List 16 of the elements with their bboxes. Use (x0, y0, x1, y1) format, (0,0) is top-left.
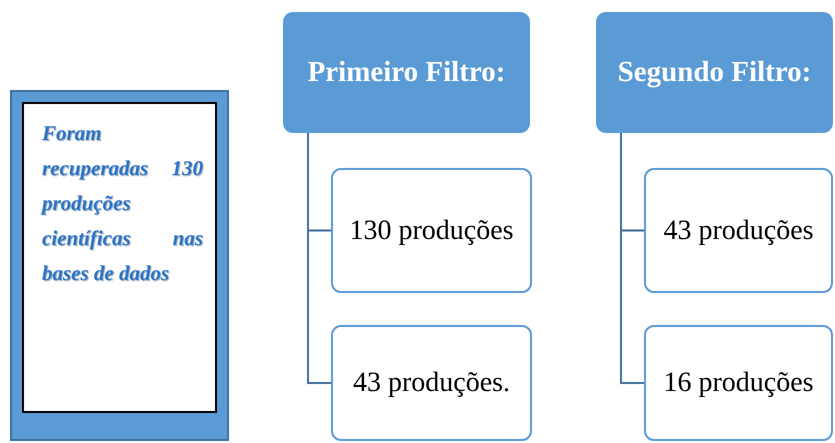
result-text: 130 produções (349, 214, 514, 246)
result-text: 16 produções (663, 367, 814, 399)
result-box (331, 325, 532, 441)
header-text: Segundo Filtro: (618, 56, 812, 89)
connector-line (620, 133, 644, 384)
header-box (283, 12, 530, 133)
intro-panel (10, 90, 229, 441)
header-text: Primeiro Filtro: (308, 56, 506, 89)
result-box (644, 168, 833, 293)
result-box (644, 325, 833, 441)
connector-line (307, 133, 331, 384)
result-box (331, 168, 532, 293)
result-text: 43 produções. (352, 367, 510, 399)
header-box (596, 12, 833, 133)
intro-text: Foram recuperadas 130 produções científicas nas bases de dados (42, 120, 203, 287)
result-text: 43 produções (663, 214, 814, 246)
